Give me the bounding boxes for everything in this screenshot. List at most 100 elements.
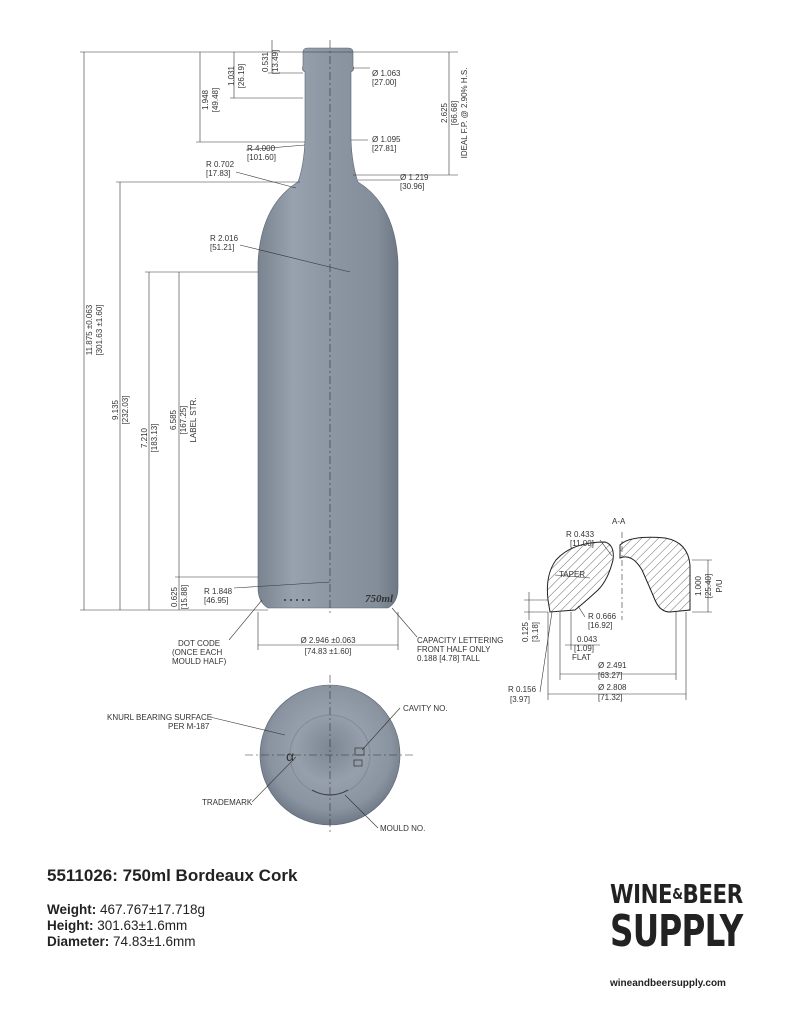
spec-value: 301.63±1.6mm xyxy=(97,918,188,933)
dim-overall-height: 11.875 ±0.063 xyxy=(85,304,94,355)
spec-label: Height: xyxy=(47,918,94,933)
dim-body-diameter: Ø 2.946 ±0.063 xyxy=(300,636,356,645)
flat-label: FLAT xyxy=(572,653,591,662)
dim-1000: 1.000 xyxy=(694,575,703,596)
dim-1063-mm: [27.00] xyxy=(372,78,396,87)
dim-7210: 7.210 xyxy=(140,427,149,448)
cavity-number-box-2 xyxy=(353,759,363,767)
dim-0125-mm: [3.18] xyxy=(531,622,540,642)
dim-1031-mm: [26.19] xyxy=(237,64,246,88)
dim-overall-height-mm: [301.63 ±1.60] xyxy=(95,304,104,355)
dim-0125: 0.125 xyxy=(521,621,530,642)
section-label: A-A xyxy=(612,517,626,526)
bottle-bottom-view: α xyxy=(245,675,415,835)
bottle-body xyxy=(257,47,399,609)
dim-2491-mm: [63.27] xyxy=(598,671,622,680)
dot-code-marks xyxy=(284,599,310,601)
dot-code-label-2: (ONCE EACH xyxy=(172,648,222,657)
dim-9135: 9.135 xyxy=(111,399,120,420)
dim-1063: Ø 1.063 xyxy=(372,69,401,78)
logo-line-2: SUPPLY xyxy=(610,906,743,957)
dim-7210-mm: [183.13] xyxy=(150,424,159,453)
dim-r4000: R 4.000 xyxy=(247,144,276,153)
spec-value: 74.83±1.6mm xyxy=(113,934,196,949)
dim-2625-mm: [66.68] xyxy=(450,101,459,125)
section-dim-lines xyxy=(524,539,712,700)
dim-r0666-mm: [16.92] xyxy=(588,621,612,630)
dim-0043-mm: [1.09] xyxy=(574,644,594,653)
dim-r0156-mm: [3.97] xyxy=(510,695,530,704)
dim-1219-mm: [30.96] xyxy=(400,182,424,191)
dim-1219: Ø 1.219 xyxy=(400,173,429,182)
spec-value: 467.767±17.718g xyxy=(100,902,206,917)
dim-0531: 0.531 xyxy=(261,51,270,72)
knurl-label-2: PER M-187 xyxy=(168,722,210,731)
dim-2625: 2.625 xyxy=(440,102,449,123)
dim-1948-mm: [49.48] xyxy=(211,88,220,112)
dim-r0433: R 0.433 xyxy=(566,530,595,539)
capacity-label-2: FRONT HALF ONLY xyxy=(417,645,491,654)
trademark-glyph: α xyxy=(286,748,294,764)
spec-diameter: Diameter: 74.83±1.6mm xyxy=(47,934,205,950)
technical-drawing: 750ml 11.875 xyxy=(80,40,724,835)
dim-0043: 0.043 xyxy=(577,635,598,644)
section-profile-right xyxy=(619,536,691,613)
dim-0625: 0.625 xyxy=(170,586,179,607)
bottom-leaders xyxy=(209,707,401,829)
dim-r1848: R 1.848 xyxy=(204,587,233,596)
ideal-fill-point: IDEAL F.P. @ 2.90% H.S. xyxy=(460,68,469,159)
dim-6585: 6.585 xyxy=(169,409,178,430)
dim-r1848-mm: [46.95] xyxy=(204,596,228,605)
spec-label: Weight: xyxy=(47,902,97,917)
bottle-side-view: 750ml xyxy=(257,40,399,615)
website-url: wineandbeersupply.com xyxy=(610,978,726,989)
logo-word-wine: WINE xyxy=(610,880,673,910)
cavity-number-box xyxy=(354,747,365,756)
label-straight: LABEL STR. xyxy=(189,397,198,442)
spec-label: Diameter: xyxy=(47,934,110,949)
dim-r0702-mm: [17.83] xyxy=(206,169,230,178)
cavity-label: CAVITY NO. xyxy=(403,704,448,713)
taper-label: TAPER xyxy=(559,570,585,579)
knurl-label-1: KNURL BEARING SURFACE xyxy=(107,713,212,722)
logo-ampersand: & xyxy=(672,885,683,903)
dim-r0433-mm: [11.00] xyxy=(570,539,594,548)
dim-1095: Ø 1.095 xyxy=(372,135,401,144)
dimension-lines xyxy=(83,40,450,646)
dim-r2016: R 2.016 xyxy=(210,234,239,243)
leader-lines xyxy=(228,67,418,641)
dim-2808-mm: [71.32] xyxy=(598,693,622,702)
extension-lines xyxy=(80,51,458,650)
brand-logo: WINE&BEER SUPPLY xyxy=(610,880,743,957)
push-up-label: P/U xyxy=(715,579,724,593)
dim-r0666: R 0.666 xyxy=(588,612,617,621)
product-title: 5511026: 750ml Bordeaux Cork xyxy=(47,866,298,885)
capacity-label-3: 0.188 [4.78] TALL xyxy=(417,654,480,663)
dim-r0702: R 0.702 xyxy=(206,160,235,169)
mould-label: MOULD NO. xyxy=(380,824,425,833)
mould-number-arc xyxy=(311,789,349,796)
dim-1948: 1.948 xyxy=(201,89,210,110)
dim-body-diameter-mm: [74.83 ±1.60] xyxy=(305,647,352,656)
dim-r0156: R 0.156 xyxy=(508,685,537,694)
dim-1031: 1.031 xyxy=(227,65,236,86)
capacity-lettering: 750ml xyxy=(365,593,394,605)
dim-1095-mm: [27.81] xyxy=(372,144,396,153)
trademark-label: TRADEMARK xyxy=(202,798,253,807)
spec-list: Weight: 467.767±17.718g Height: 301.63±1… xyxy=(47,902,205,950)
dim-9135-mm: [232.03] xyxy=(121,396,130,425)
logo-line-1: WINE&BEER xyxy=(610,880,743,910)
spec-height: Height: 301.63±1.6mm xyxy=(47,918,205,934)
dim-r2016-mm: [51.21] xyxy=(210,243,234,252)
dot-code-label-1: DOT CODE xyxy=(178,639,220,648)
dim-0625-mm: [15.88] xyxy=(180,585,189,609)
dim-r4000-mm: [101.60] xyxy=(247,153,276,162)
dim-1000-mm: [25.40] xyxy=(704,574,713,598)
capacity-label-1: CAPACITY LETTERING xyxy=(417,636,503,645)
dim-6585-mm: [167.25] xyxy=(179,406,188,435)
dim-2491: Ø 2.491 xyxy=(598,661,627,670)
dot-code-label-3: MOULD HALF) xyxy=(172,657,227,666)
logo-word-beer: BEER xyxy=(682,880,744,910)
dim-0531-mm: [13.49] xyxy=(271,50,280,74)
spec-weight: Weight: 467.767±17.718g xyxy=(47,902,205,918)
